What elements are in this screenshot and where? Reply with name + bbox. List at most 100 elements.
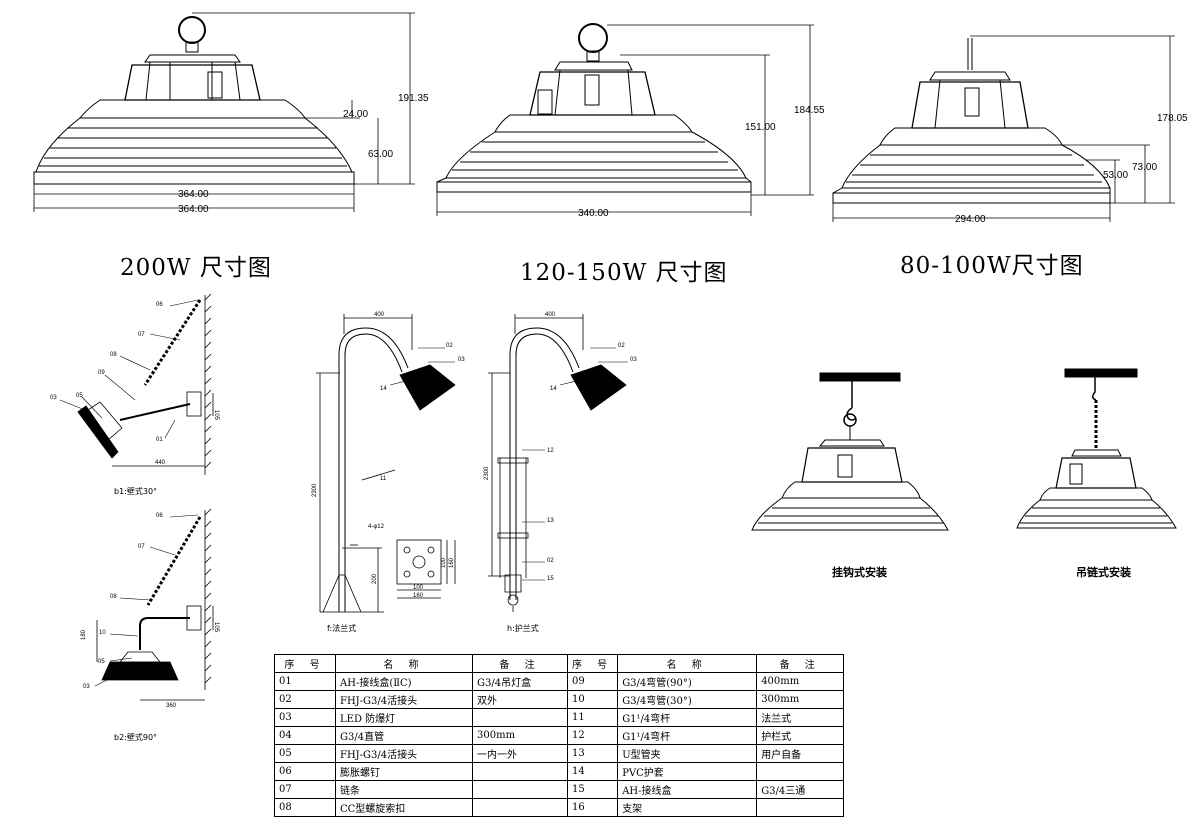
cell: G1¹/4弯杆 (617, 726, 758, 745)
label-10: 10 (99, 630, 106, 636)
cell: 13 (566, 744, 619, 763)
cell: PVC护套 (617, 762, 758, 781)
cell: 300mm (472, 726, 568, 745)
dim-364-bottom: 364.00 (178, 204, 209, 215)
cell: G3/4弯管(90°) (617, 672, 758, 691)
cell (756, 762, 845, 781)
label-03-f: 03 (458, 357, 465, 363)
header-name-2: 名 称 (617, 654, 758, 673)
label-02-f: 02 (446, 343, 453, 349)
dim-151: 151.00 (745, 122, 776, 133)
pole-flange-drawing (316, 314, 456, 613)
caption-b1: b1:壁式30° (114, 486, 157, 496)
cell: AH-接线盒(ⅡC) (335, 672, 473, 691)
label-02-h: 02 (618, 343, 625, 349)
dim-105-b2: 105 (213, 622, 219, 633)
dim-105-b1: 105 (213, 410, 219, 421)
caption-chain: 吊链式安装 (1076, 565, 1131, 579)
cell: 02 (274, 690, 336, 709)
dim-2300-f: 2300 (312, 483, 318, 497)
dim-294: 294.00 (955, 214, 986, 225)
caption-b2: b2:壁式90° (114, 732, 157, 742)
cell: 链条 (335, 780, 473, 799)
lamp-80w-drawing (832, 35, 1175, 222)
cell: 06 (274, 762, 336, 781)
cell: 08 (274, 798, 336, 817)
label-03-b1: 03 (50, 395, 57, 401)
label-07-b1: 07 (138, 332, 145, 338)
caption-80w: 80-100W尺寸图 (900, 253, 1084, 279)
cell: 用户自备 (756, 744, 845, 763)
label-05-b1: 05 (76, 393, 83, 399)
cell: 护栏式 (756, 726, 845, 745)
cell: 双外 (472, 690, 568, 709)
cell: G3/4直管 (335, 726, 473, 745)
label-15: 15 (547, 576, 554, 582)
dim-400-h: 400 (545, 312, 556, 318)
caption-f: f:法兰式 (327, 623, 356, 633)
dim-24: 24.00 (343, 109, 368, 120)
cell: 一内一外 (472, 744, 568, 763)
chain-mount-drawing (1016, 368, 1177, 529)
dim-360: 360 (166, 703, 177, 709)
label-09: 09 (98, 370, 105, 376)
pole-guard-leaders (522, 347, 628, 581)
cell (472, 780, 568, 799)
cell: LED 防爆灯 (335, 708, 473, 727)
dim-440: 440 (155, 460, 166, 466)
cell: G3/4弯管(30°) (617, 690, 758, 709)
header-no-1: 序 号 (274, 654, 336, 673)
label-14-f: 14 (380, 386, 387, 392)
header-no-2: 序 号 (566, 654, 619, 673)
dim-364-top: 364.00 (178, 189, 209, 200)
label-02-h2: 02 (547, 558, 554, 564)
pole-flange-leaders (389, 347, 455, 386)
lamp-200w-drawing (33, 12, 415, 212)
pole-guard-drawing (488, 314, 627, 612)
label-12: 12 (547, 448, 554, 454)
label-03-h: 03 (630, 357, 637, 363)
label-01-b1: 01 (156, 437, 163, 443)
dim-100-f-h: 100 (413, 585, 424, 591)
dim-400-f: 400 (374, 312, 385, 318)
cell: G3/4吊灯盒 (472, 672, 568, 691)
cell: G3/4三通 (756, 780, 845, 799)
cell: 07 (274, 780, 336, 799)
cell: 03 (274, 708, 336, 727)
cell: 支架 (617, 798, 758, 817)
cell: AH-接线盒 (617, 780, 758, 799)
cell: 15 (566, 780, 619, 799)
table-header-row: 序 号 名 称 备 注 序 号 名 称 备 注 (274, 654, 845, 673)
dim-2300-h: 2300 (484, 466, 490, 480)
header-note-2: 备 注 (756, 654, 845, 673)
dim-63: 63.00 (368, 149, 393, 160)
cell: FHJ-G3/4活接头 (335, 744, 473, 763)
caption-h: h:护兰式 (507, 623, 539, 633)
cell: 16 (566, 798, 619, 817)
lamp-120w-drawing (436, 23, 814, 216)
cell: 01 (274, 672, 336, 691)
wall-mount-b2-leaders (94, 514, 199, 687)
dim-phi12: 4-φ12 (368, 524, 385, 530)
cell: 05 (274, 744, 336, 763)
label-07-b2: 07 (138, 544, 145, 550)
caption-120w: 120-150W 尺寸图 (520, 260, 728, 286)
cell: 12 (566, 726, 619, 745)
label-03-b2: 03 (83, 684, 90, 690)
label-13: 13 (547, 518, 554, 524)
dim-200: 200 (372, 573, 378, 584)
cell (472, 762, 568, 781)
cell (472, 708, 568, 727)
cell: 11 (566, 708, 619, 727)
cell: 14 (566, 762, 619, 781)
hook-mount-drawing (751, 372, 949, 531)
